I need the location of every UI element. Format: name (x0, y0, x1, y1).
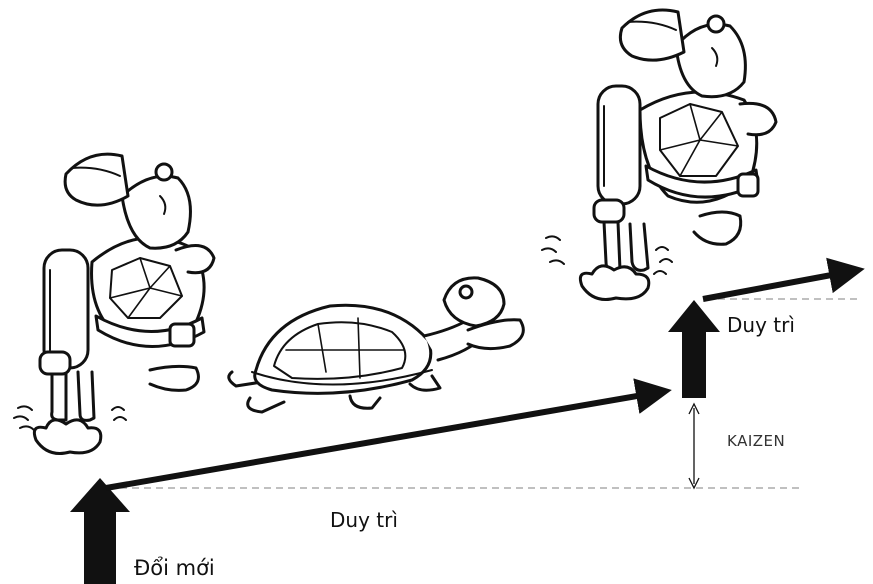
innovation-arrow-right (668, 300, 720, 398)
maintain-arrow-lower (106, 392, 660, 488)
turtle-jetpack-left-illustration (14, 154, 214, 453)
innovation-arrow-left (70, 478, 130, 584)
innovation-label: Đổi mới (134, 556, 215, 580)
kaizen-label: KAIZEN (727, 432, 785, 450)
maintain-arrow-upper (703, 271, 853, 299)
turtle-crawling-illustration (229, 278, 524, 412)
maintain-label-upper: Duy trì (727, 313, 795, 337)
kaizen-gap-arrow (689, 404, 699, 488)
turtle-jetpack-right-illustration (542, 10, 776, 300)
maintain-label-lower: Duy trì (330, 508, 398, 532)
